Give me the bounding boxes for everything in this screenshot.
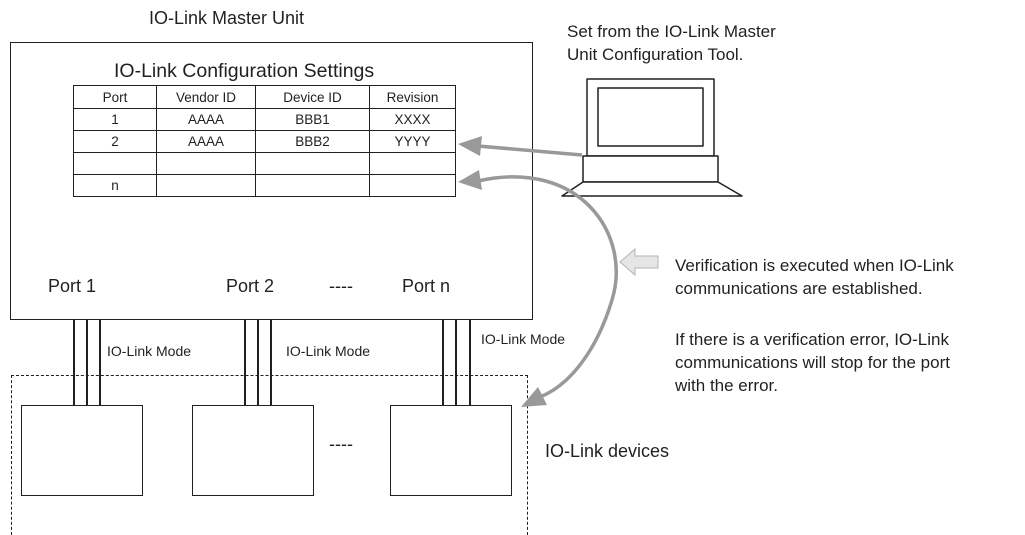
device-ellipsis: ---- [329, 434, 353, 454]
master-unit-title: IO-Link Master Unit [149, 8, 305, 28]
link-wire [270, 319, 272, 406]
link-wire [73, 319, 75, 406]
link-wire [257, 319, 259, 406]
table-row: 1 AAAA BBB1 XXXX [73, 108, 456, 131]
left-hint-arrow-icon [619, 247, 659, 277]
io-link-device [390, 405, 512, 496]
error-note-line3: with the error. [675, 376, 778, 395]
settings-transfer-arrow [458, 136, 583, 157]
io-link-devices-label: IO-Link devices [545, 441, 670, 461]
verification-note-line1: Verification is executed when IO-Link [675, 256, 954, 275]
computer-icon [561, 78, 743, 197]
port-ellipsis: ---- [329, 276, 353, 296]
link-wire [244, 319, 246, 406]
table-row: 2 AAAA BBB2 YYYY [73, 130, 456, 153]
io-link-mode-label: IO-Link Mode [481, 331, 566, 347]
configuration-table: Port Vendor ID Device ID Revision 1 AAAA… [73, 85, 456, 197]
port-n-label: Port n [402, 276, 451, 296]
header-device-id: Device ID [255, 85, 370, 109]
io-link-mode-label: IO-Link Mode [107, 343, 192, 359]
table-row: n [73, 174, 456, 197]
table-cell: BBB1 [255, 108, 370, 131]
link-wire [86, 319, 88, 406]
error-note-line2: communications will stop for the port [675, 353, 950, 372]
io-link-devices-group [11, 375, 528, 535]
table-cell [369, 174, 456, 197]
link-wire [455, 319, 457, 406]
header-vendor-id: Vendor ID [156, 85, 256, 109]
diagram-graphics [458, 78, 743, 407]
verification-note-line2: communications are established. [675, 279, 923, 298]
tool-caption-line1: Set from the IO-Link Master [567, 22, 776, 41]
link-wire [442, 319, 444, 406]
port-2-label: Port 2 [226, 276, 275, 296]
io-link-device [21, 405, 143, 496]
table-cell: BBB2 [255, 130, 370, 153]
table-cell: AAAA [156, 130, 256, 153]
config-table-title: IO-Link Configuration Settings [114, 60, 375, 82]
link-wire [469, 319, 471, 406]
table-header-row: Port Vendor ID Device ID Revision [73, 85, 456, 109]
table-cell: AAAA [156, 108, 256, 131]
tool-caption-line2: Unit Configuration Tool. [567, 45, 744, 64]
port-1-label: Port 1 [48, 276, 97, 296]
io-link-mode-label: IO-Link Mode [286, 343, 371, 359]
table-cell: YYYY [369, 130, 456, 153]
verification-arrow [458, 170, 618, 407]
table-cell: n [73, 174, 157, 197]
link-wire [99, 319, 101, 406]
io-link-device [192, 405, 314, 496]
error-note-line1: If there is a verification error, IO-Lin… [675, 330, 949, 349]
